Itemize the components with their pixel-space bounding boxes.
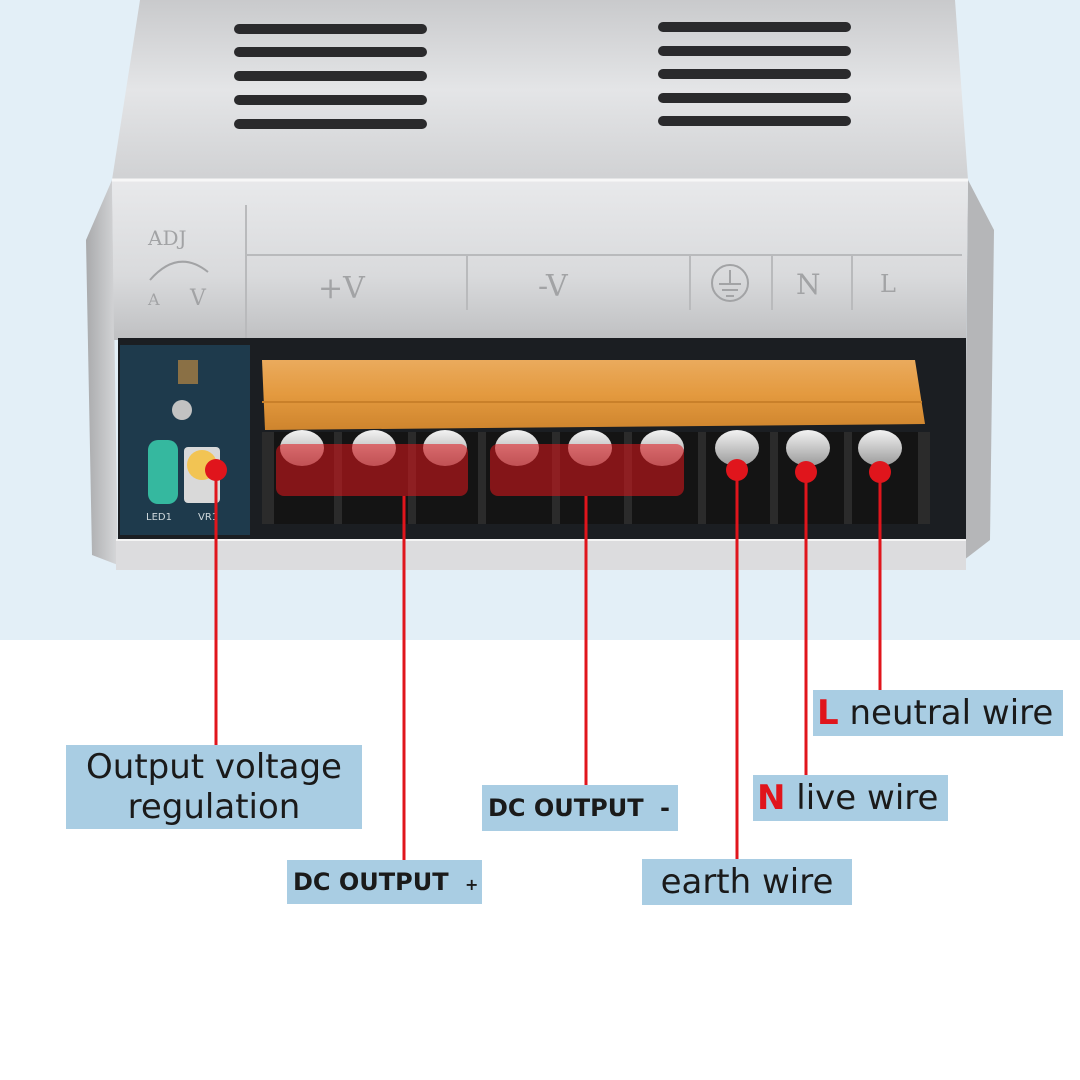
neutral-wire-text: neutral wire — [849, 693, 1054, 733]
case-top — [112, 0, 968, 180]
n-letter: N — [757, 778, 786, 818]
earth-wire-text: earth wire — [660, 862, 834, 902]
vr-label: VR1 — [198, 512, 218, 523]
dc-output-plus-text: DC OUTPUT — [293, 868, 449, 896]
led-indicator — [148, 440, 178, 504]
case-right-side — [964, 180, 994, 560]
leader-dots — [205, 459, 891, 483]
case-bottom-lip — [116, 540, 966, 570]
minus-v-label: -V — [538, 269, 569, 304]
leader-lines — [214, 470, 882, 860]
callout-dc-output-plus: DC OUTPUT + — [287, 860, 482, 904]
case-markings: ADJ A V +V -V N L — [147, 226, 896, 311]
l-letter: L — [817, 693, 839, 733]
dc-output-minus-sign: - — [659, 794, 670, 822]
callout-l-neutral-wire: L neutral wire — [813, 690, 1063, 736]
neutral-label: N — [796, 268, 821, 301]
callout-line-1: Output voltage — [86, 747, 342, 787]
adj-high-label: V — [189, 286, 207, 311]
dc-minus-highlight — [490, 444, 684, 496]
dc-plus-highlight — [276, 444, 468, 496]
dc-output-plus-sign: + — [464, 875, 479, 894]
led-label: LED1 — [146, 512, 172, 523]
case-left-side — [86, 180, 118, 565]
plus-v-label: +V — [318, 271, 366, 306]
line-label: L — [880, 270, 896, 298]
adj-arrow — [149, 260, 209, 281]
live-wire-text: live wire — [796, 778, 939, 818]
case-front — [112, 180, 968, 340]
dc-output-minus-text: DC OUTPUT — [488, 794, 644, 822]
ground-symbol — [711, 264, 749, 302]
callout-dc-output-minus: DC OUTPUT - — [482, 785, 678, 831]
adj-label: ADJ — [147, 226, 187, 250]
callout-earth-wire: earth wire — [642, 859, 852, 905]
callout-n-live-wire: N live wire — [753, 775, 948, 821]
vent-slots — [234, 22, 851, 129]
terminal-cover — [262, 360, 925, 430]
callout-line-2: regulation — [127, 787, 301, 827]
callout-output-voltage-regulation: Output voltage regulation — [66, 745, 362, 829]
adj-low-label: A — [147, 290, 160, 309]
